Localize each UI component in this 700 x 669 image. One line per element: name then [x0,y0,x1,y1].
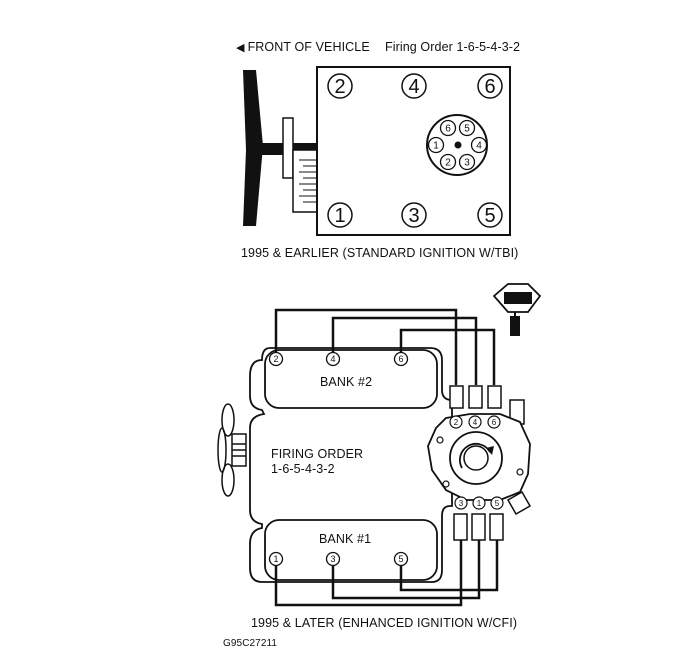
svg-text:4: 4 [476,141,482,152]
distributor-terminal: 5 [458,119,476,137]
firing-order-title: FIRING ORDER [271,447,364,461]
svg-text:2: 2 [445,158,451,169]
cylinder-marker: 4 [401,73,427,99]
firing-order-header: Firing Order 1-6-5-4-3-2 [385,40,521,54]
svg-text:6: 6 [484,76,495,98]
svg-text:1: 1 [334,205,345,227]
distributor-terminal: 6 [439,119,457,137]
distributor-terminal: 3 [458,153,476,171]
cylinder-marker: 5 [477,202,503,228]
svg-text:6: 6 [492,418,497,427]
bank-1-label: BANK #1 [319,532,372,546]
cylinder-marker: 3 [401,202,427,228]
svg-text:2: 2 [334,76,345,98]
bottom-cylinder-markers: 2 4 6 1 3 5 [268,351,409,567]
bank-2-label: BANK #2 [320,375,373,389]
cylinder-marker: 2 [327,73,353,99]
svg-text:1: 1 [273,554,278,564]
svg-text:1: 1 [477,499,482,508]
top-caption: 1995 & EARLIER (STANDARD IGNITION W/TBI) [241,246,519,260]
distributor-terminal-top: 2 [449,415,463,429]
svg-text:1: 1 [433,141,439,152]
bank-2-cover [264,349,438,409]
bank-1-cylinder-marker: 1 [268,551,284,567]
svg-text:4: 4 [473,418,478,427]
distributor-terminal-bottom: 5 [490,496,504,510]
svg-text:2: 2 [273,354,278,364]
svg-text:5: 5 [495,499,500,508]
svg-text:2: 2 [454,418,459,427]
bank-2-cylinder-marker: 2 [268,351,284,367]
front-damper [292,149,318,213]
rotation-arrow-icon [459,443,491,469]
fan-assembly [217,403,247,497]
svg-text:4: 4 [408,76,419,98]
distributor-terminal-bottom: 1 [472,496,486,510]
distributor-terminals: 6 5 1 4 2 3 [427,119,488,171]
cylinder-marker: 1 [327,202,353,228]
spark-plug-wires [274,308,499,607]
distributor-rotor-center [454,141,462,149]
distributor-terminal: 2 [439,153,457,171]
svg-text:6: 6 [398,354,403,364]
bank-2-cylinder-marker: 4 [325,351,341,367]
fan-blade [243,70,263,226]
svg-text:6: 6 [445,124,451,135]
bank-1-cylinder-marker: 3 [325,551,341,567]
bank-2-cylinder-marker: 6 [393,351,409,367]
svg-text:5: 5 [464,124,470,135]
distributor-terminal-top: 4 [468,415,482,429]
distributor-terminal-bottom: 3 [454,496,468,510]
lower-plug-boots [453,490,532,541]
svg-text:5: 5 [398,554,403,564]
distributor-terminal: 4 [470,136,488,154]
svg-text:3: 3 [459,499,464,508]
cylinder-marker: 6 [477,73,503,99]
svg-text:3: 3 [330,554,335,564]
svg-text:3: 3 [408,205,419,227]
ignition-coil [492,283,542,336]
svg-text:3: 3 [464,158,470,169]
bottom-caption: 1995 & LATER (ENHANCED IGNITION W/CFI) [251,616,518,630]
bank-1-cylinder-marker: 5 [393,551,409,567]
arrow-left-icon: ◀ [236,42,245,54]
svg-text:5: 5 [484,205,495,227]
front-of-vehicle-label: ◀FRONT OF VEHICLE [236,40,370,54]
distributor-terminal-top: 6 [487,415,501,429]
bottom-engine-diagram: 2 4 6 3 1 5 2 4 6 1 3 5 [217,283,542,607]
figure-code: G95C27211 [223,638,278,649]
distributor-terminal: 1 [427,136,445,154]
bank-1-cover [264,519,438,581]
distributor-rotor-lower [463,445,489,471]
svg-text:4: 4 [330,354,335,364]
bottom-distributor-terminals: 2 4 6 3 1 5 [449,415,504,510]
distributor-cap-lower [449,431,503,485]
firing-order-value: 1-6-5-4-3-2 [271,462,335,476]
pulley [282,117,294,179]
